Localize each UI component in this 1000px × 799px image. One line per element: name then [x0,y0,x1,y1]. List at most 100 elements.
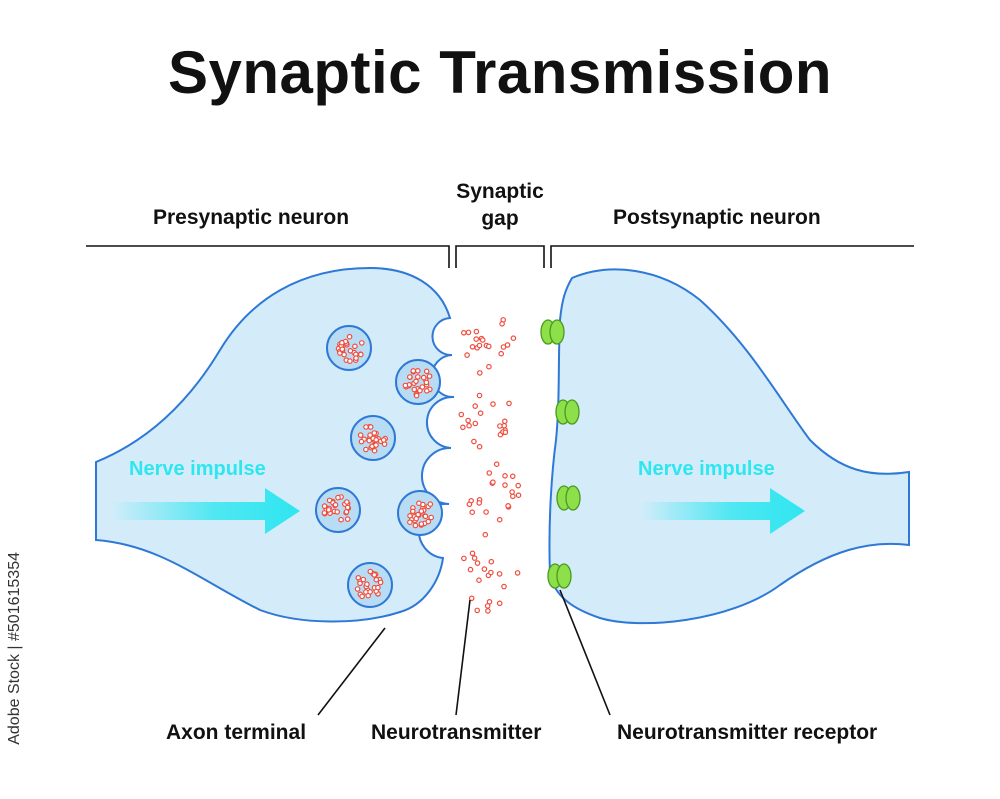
axon-terminal-label: Axon terminal [166,721,307,744]
neurotransmitter-dot [414,374,421,380]
neurotransmitter-dot [471,438,477,445]
neurotransmitter-dot [486,470,493,476]
neurotransmitter-dot [476,370,483,376]
callout-lines [317,589,611,716]
neurotransmitter-dot [486,598,493,605]
neurotransmitter-dot [341,351,347,358]
neurotransmitter-dot [414,367,421,374]
neurotransmitter-dot [406,374,413,380]
neurotransmitter-dot [425,518,432,525]
neurotransmitter-dot [469,343,476,350]
neurotransmitter-dot [375,584,381,591]
neurotransmitter-dot [339,346,346,353]
neurotransmitter-dot [460,424,466,431]
neurotransmitter-dot [502,482,508,488]
nerve-impulse-label-left: Nerve impulse [129,458,266,480]
neurotransmitter-dot [477,410,484,417]
neurotransmitter-dot [515,482,522,489]
neurotransmitter-dot [486,363,492,370]
presynaptic-neuron [95,266,455,623]
synaptic-gap-label-line2: gap [481,207,519,230]
neurotransmitter-dot [476,500,483,506]
neurotransmitter-dot [481,566,488,572]
receptor [556,485,581,511]
neurotransmitter-dot [410,368,417,374]
neurotransmitter-dot [343,509,350,515]
neurotransmitter-dot [509,473,516,480]
neurotransmitter-dot [358,340,365,346]
neurotransmitter-dot [359,593,365,600]
neurotransmitter-dot [321,510,328,516]
nerve-impulse-arrow-right [640,488,805,534]
axon-terminal-leader [317,627,386,716]
receptor [540,319,565,345]
neurotransmitter-dot [402,382,409,389]
receptors [540,319,581,589]
neurotransmitter-dot [476,392,483,399]
neurotransmitter-dot [418,521,425,527]
neurotransmitter-dot [321,503,328,509]
neurotransmitter-dot [428,514,435,521]
neurotransmitter-dot [363,446,369,453]
neurotransmitter-dot [367,424,374,430]
neurotransmitter-dot [496,571,503,577]
neurotransmitter-dot [413,392,420,399]
neurotransmitter-dot [417,387,423,394]
neurotransmitter-dot [334,509,341,515]
neurotransmitter-dot [367,589,373,595]
neurotransmitter-dot [344,516,351,522]
neurotransmitter-dot [465,329,472,336]
neurotransmitter-dot [501,583,507,590]
neurotransmitter-dot [509,489,515,495]
neurotransmitter-dot [485,608,491,614]
neurotransmitter-dot [357,580,363,587]
vesicle [326,325,372,371]
gap-bracket [455,245,545,268]
neurotransmitter-dot [339,339,345,346]
neurotransmitter-dot [473,336,480,342]
neurotransmitter-dot [347,347,354,354]
released-neurotransmitters [458,317,522,614]
postsynaptic-bracket [550,245,914,268]
neurotransmitter-dot [468,595,475,602]
neurotransmitter-dot [472,403,479,409]
neurotransmitter-dot [423,379,430,386]
neurotransmitter-dot [357,432,364,438]
neurotransmitter-dot [373,442,379,448]
neurotransmitter-dot [515,492,522,499]
neurotransmitter-dot [426,373,433,380]
neurotransmitter-dot [407,519,413,526]
neurotransmitter-dot [335,494,341,501]
neurotransmitter-dot [344,504,351,511]
neurotransmitter-dot [469,550,476,557]
neurotransmitter-dot [476,443,483,450]
neurotransmitter-label: Neurotransmitter [371,721,542,744]
neurotransmitter-dot [423,368,430,375]
neurotransmitter-dot [423,387,430,394]
presynaptic-neuron-label: Presynaptic neuron [153,206,350,229]
neurotransmitter-dot [464,352,470,358]
neurotransmitter-dot [371,447,378,454]
neurotransmitter-dot [498,350,505,357]
neurotransmitter-dot [493,461,500,468]
neurotransmitter-dot [412,522,419,529]
neurotransmitter-dot [461,555,467,562]
receptor-leader [559,589,611,716]
neurotransmitter-dot [346,333,353,340]
neurotransmitter-dot [490,401,496,407]
neurotransmitter-dot [418,508,425,514]
stock-watermark: Adobe Stock | #501615354 [6,552,23,745]
neurotransmitter-dot [353,355,359,361]
neurotransmitter-receptor-label: Neurotransmitter receptor [617,721,878,744]
neurotransmitter-dot [474,607,481,614]
neurotransmitter-dot [338,516,344,523]
neurotransmitter-dot [380,437,387,443]
neurotransmitter-dot [371,572,378,578]
neurotransmitter-dot [371,430,378,436]
neurotransmitter-dot [482,531,489,538]
neurotransmitter-dot [506,400,512,407]
neurotransmitter-dot [360,576,367,583]
neurotransmitter-dot [510,335,517,342]
